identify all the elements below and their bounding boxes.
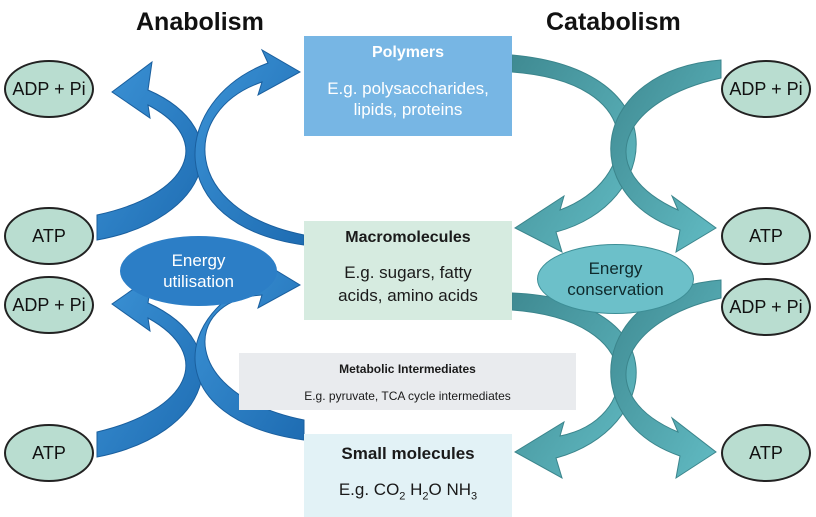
metabolic-intermediates-box: Metabolic Intermediates E.g. pyruvate, T… (239, 353, 576, 410)
energy-utilisation-line2: utilisation (163, 272, 234, 291)
h2o-subscript: 2 (422, 490, 429, 503)
macromolecules-box: Macromolecules E.g. sugars, fatty acids,… (304, 221, 512, 320)
polymers-desc: E.g. polysaccharides, lipids, proteins (327, 78, 489, 120)
catabolism-heading: Catabolism (546, 8, 681, 36)
small-molecules-title: Small molecules (341, 444, 475, 463)
energy-conservation-oval: Energy conservation (537, 244, 694, 314)
h2o-o-nh: O NH (428, 480, 472, 499)
small-molecules-desc: E.g. CO2 H2O NH3 (338, 480, 478, 503)
small-molecules-prefix: E.g. CO (338, 480, 400, 499)
macromolecules-desc-line1: E.g. sugars, fatty (344, 263, 472, 282)
macromolecules-title: Macromolecules (345, 229, 471, 246)
arrow-atp-to-adp-top (96, 60, 203, 241)
arrow-polymers-to-macro (511, 54, 637, 253)
macromolecules-desc-line2: acids, amino acids (338, 286, 478, 305)
oval-right-top-atp: ATP (721, 207, 811, 265)
oval-right-top-adp: ADP + Pi (721, 60, 811, 118)
oval-left-top-atp: ATP (4, 207, 94, 265)
energy-conservation-line2: conservation (567, 280, 664, 299)
polymers-title: Polymers (371, 44, 445, 61)
arrow-macro-to-small (511, 292, 637, 480)
polymers-desc-line2: lipids, proteins (353, 100, 463, 119)
arrow-macro-to-polymers (194, 48, 305, 246)
oval-left-bottom-adp: ADP + Pi (4, 276, 94, 334)
polymers-box: Polymers E.g. polysaccharides, lipids, p… (304, 36, 512, 136)
arrow-adp-to-atp-bottom (610, 279, 722, 480)
oval-left-bottom-atp: ATP (4, 424, 94, 482)
nh3-subscript: 3 (471, 490, 478, 503)
small-molecules-box: Small molecules E.g. CO2 H2O NH3 (304, 434, 512, 517)
energy-utilisation-oval: Energy utilisation (120, 236, 277, 306)
oval-right-bottom-adp: ADP + Pi (721, 278, 811, 336)
energy-utilisation-line1: Energy (171, 251, 226, 270)
co2-subscript: 2 (399, 490, 406, 503)
energy-conservation-line1: Energy (588, 259, 643, 278)
polymers-desc-line1: E.g. polysaccharides, (327, 79, 489, 98)
arrow-adp-to-atp-top (610, 59, 722, 253)
anabolism-heading: Anabolism (136, 8, 264, 36)
macromolecules-desc: E.g. sugars, fatty acids, amino acids (338, 261, 478, 307)
intermediates-desc: E.g. pyruvate, TCA cycle intermediates (304, 389, 511, 403)
oval-right-bottom-atp: ATP (721, 424, 811, 482)
oval-left-top-adp: ADP + Pi (4, 60, 94, 118)
intermediates-title: Metabolic Intermediates (339, 362, 476, 376)
h2o-h: H (405, 480, 423, 499)
